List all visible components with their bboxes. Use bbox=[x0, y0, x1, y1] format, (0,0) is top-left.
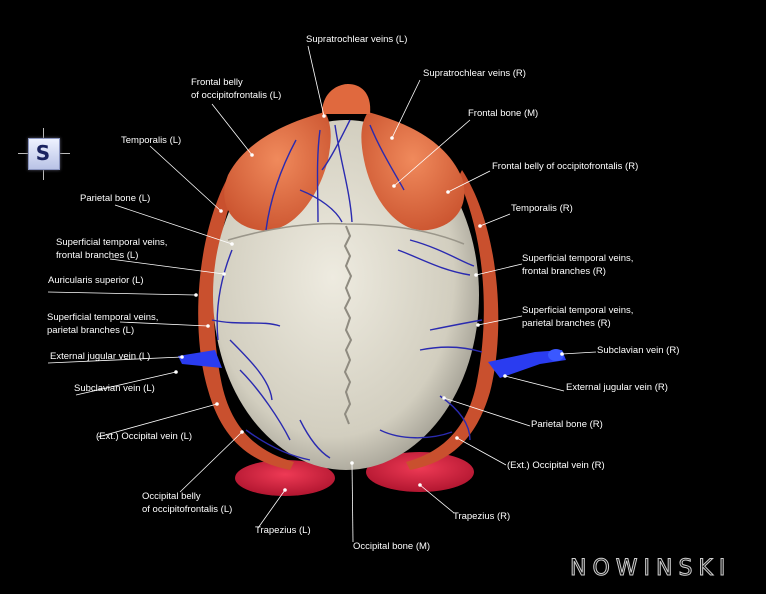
label-sup-temp-parietal-r-line2: parietal branches (R) bbox=[522, 318, 611, 329]
label-subclavian-l: Subclavian vein (L) bbox=[74, 383, 155, 394]
label-sup-temp-parietal-r-line1: Superficial temporal veins, bbox=[522, 305, 634, 316]
sagittal-suture bbox=[343, 225, 353, 425]
subclavian-r-shape bbox=[488, 350, 566, 378]
label-occipital-belly-l-line1: Occipital belly bbox=[142, 491, 201, 502]
orientation-cube bbox=[28, 138, 60, 170]
label-external-jugular-r: External jugular vein (R) bbox=[566, 382, 668, 393]
temporalis-l-shape bbox=[198, 170, 294, 470]
superior-view-orientation-icon: S bbox=[35, 141, 51, 165]
label-sup-temp-frontal-r-line2: frontal branches (R) bbox=[522, 266, 606, 277]
label-sup-temp-parietal-l-line2: parietal branches (L) bbox=[47, 325, 135, 336]
label-sup-temp-frontal-l-line1: Superficial temporal veins, bbox=[56, 237, 168, 248]
nasal-procerus-shape bbox=[322, 84, 371, 114]
label-frontal-bone-m: Frontal bone (M) bbox=[468, 108, 539, 119]
coronal-suture bbox=[227, 222, 465, 245]
label-temporalis-l: Temporalis (L) bbox=[121, 135, 182, 146]
brand-logo: NOWINSKI bbox=[570, 556, 732, 582]
label-occipital-bone-m: Occipital bone (M) bbox=[353, 541, 431, 552]
label-ext-occipital-l: (Ext.) Occipital vein (L) bbox=[96, 431, 193, 442]
label-temporalis-r: Temporalis (R) bbox=[511, 203, 573, 214]
orientation-widget: S bbox=[18, 128, 70, 180]
subclavian-r-end bbox=[548, 349, 564, 361]
label-occipital-belly-l-line2: of occipitofrontalis (L) bbox=[142, 504, 233, 515]
label-sup-temp-frontal-r-line1: Superficial temporal veins, bbox=[522, 253, 634, 264]
trapezius-l-shape bbox=[235, 460, 335, 496]
label-sup-temp-frontal-l-line2: frontal branches (L) bbox=[56, 250, 139, 261]
label-frontal-belly-r: Frontal belly of occipitofrontalis (R) bbox=[492, 161, 639, 172]
label-frontal-belly-l-line1: Frontal belly bbox=[191, 77, 243, 88]
subclavian-l-shape bbox=[178, 350, 222, 368]
label-parietal-bone-l: Parietal bone (L) bbox=[80, 193, 151, 204]
label-supratrochlear-veins-l: Supratrochlear veins (L) bbox=[306, 34, 408, 45]
label-subclavian-r: Subclavian vein (R) bbox=[597, 345, 680, 356]
label-sup-temp-parietal-l-line1: Superficial temporal veins, bbox=[47, 312, 159, 323]
label-parietal-bone-r: Parietal bone (R) bbox=[531, 419, 603, 430]
label-trapezius-r: Trapezius (R) bbox=[453, 511, 511, 522]
label-auricularis-superior-l: Auricularis superior (L) bbox=[48, 275, 144, 286]
label-external-jugular-l: External jugular vein (L) bbox=[50, 351, 151, 362]
temporalis-r-shape bbox=[406, 170, 499, 470]
label-supratrochlear-veins-r: Supratrochlear veins (R) bbox=[423, 68, 526, 79]
frontal-belly-l-shape bbox=[224, 112, 331, 231]
label-ext-occipital-r: (Ext.) Occipital vein (R) bbox=[507, 460, 605, 471]
label-frontal-belly-l-line2: of occipitofrontalis (L) bbox=[191, 90, 282, 101]
frontal-belly-r-shape bbox=[361, 112, 465, 231]
label-trapezius-l: Trapezius (L) bbox=[255, 525, 311, 536]
trapezius-r-shape bbox=[366, 452, 474, 492]
